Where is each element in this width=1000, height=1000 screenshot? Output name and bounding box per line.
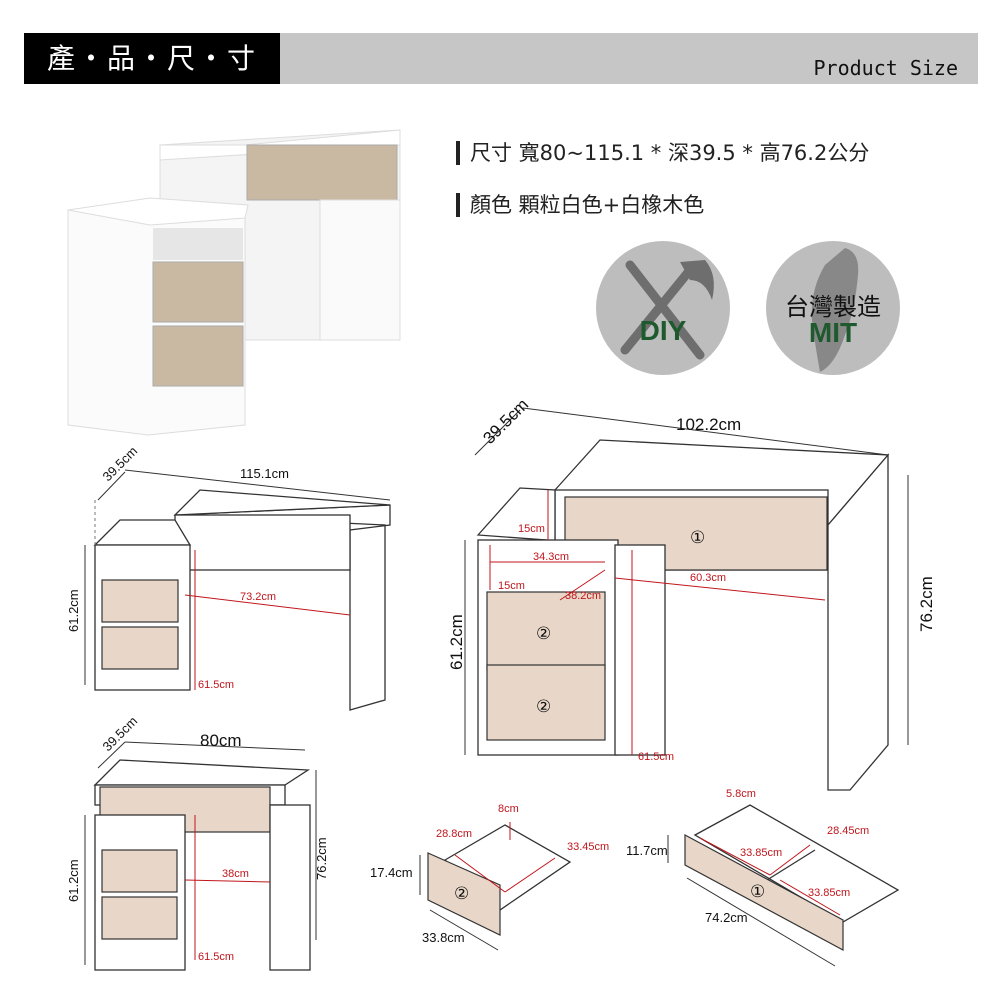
- main-shelf-depth: 38.2cm: [565, 590, 601, 602]
- large-drawer-diagram: 5.8cm 28.45cm 33.85cm 11.7cm ① 33.85cm 7…: [626, 788, 900, 967]
- ext-inner-width: 73.2cm: [240, 591, 276, 603]
- drawer2-mark-a: ②: [536, 624, 551, 643]
- main-shelf-gap: 15cm: [498, 580, 525, 592]
- ld-mark: ①: [750, 882, 765, 901]
- ld-inner-depth-a: 33.85cm: [740, 847, 782, 859]
- spec-color: 顏色 顆粒白色+白橡木色: [456, 193, 704, 217]
- mit-badge: 台灣製造 MIT: [766, 241, 900, 375]
- cmp-depth: 39.5cm: [100, 713, 141, 754]
- ext-cabinet-height: 61.2cm: [66, 589, 81, 632]
- cmp-leg-height: 61.5cm: [198, 951, 234, 963]
- tools-icon: [620, 260, 714, 360]
- ld-inner-depth-b: 33.85cm: [808, 887, 850, 899]
- mit-label-zh: 台灣製造: [785, 293, 881, 321]
- cmp-width: 80cm: [200, 731, 242, 750]
- sd-width: 33.8cm: [422, 930, 465, 945]
- sd-side-height: 8cm: [498, 803, 519, 815]
- cmp-cabinet-height: 61.2cm: [66, 859, 81, 902]
- main-shelf-top: 15cm: [518, 523, 545, 535]
- ld-inner-width: 28.45cm: [827, 825, 869, 837]
- main-width: 102.2cm: [676, 415, 741, 434]
- taiwan-map-icon: [811, 248, 859, 372]
- main-view-diagram: 39.5cm 102.2cm 15cm 34.3cm 15cm 38.2cm 6…: [447, 395, 936, 791]
- main-cabinet-height: 61.2cm: [447, 614, 466, 670]
- diy-badge: DIY: [596, 241, 730, 375]
- ld-width: 74.2cm: [705, 910, 748, 925]
- sd-inner-width: 28.8cm: [436, 828, 472, 840]
- header-bar: Product Size: [280, 33, 978, 84]
- diy-label: DIY: [640, 315, 687, 346]
- ld-height: 11.7cm: [626, 843, 668, 858]
- ext-leg-height: 61.5cm: [198, 679, 234, 691]
- header-title: 產・品・尺・寸: [24, 33, 280, 84]
- cmp-inner-width: 38cm: [222, 868, 249, 880]
- extended-view-diagram: 39.5cm 115.1cm 61.2cm 73.2cm 61.5cm: [66, 443, 391, 711]
- small-drawer-diagram: 28.8cm 8cm 33.45cm 17.4cm ② 33.8cm: [370, 803, 609, 951]
- spec-size: 尺寸 寬80~115.1 * 深39.5 * 高76.2公分: [456, 141, 869, 165]
- sd-height: 17.4cm: [370, 865, 413, 880]
- drawer2-mark-b: ②: [536, 697, 551, 716]
- drawer1-mark: ①: [690, 528, 705, 547]
- header-subtitle: Product Size: [813, 56, 959, 80]
- sd-mark: ②: [454, 884, 469, 903]
- cmp-height: 76.2cm: [314, 837, 329, 880]
- main-height: 76.2cm: [917, 576, 936, 632]
- main-shelf-width: 34.3cm: [533, 551, 569, 563]
- main-leg-height: 61.5cm: [638, 751, 674, 763]
- ext-width: 115.1cm: [240, 466, 289, 481]
- ld-side-height: 5.8cm: [726, 788, 756, 800]
- main-knee-width: 60.3cm: [690, 572, 726, 584]
- mit-label: MIT: [809, 317, 857, 348]
- product-photo: [67, 129, 401, 436]
- compact-view-diagram: 39.5cm 80cm 61.2cm 38cm 76.2cm 61.5cm: [66, 713, 329, 971]
- main-depth: 39.5cm: [479, 395, 532, 448]
- sd-inner-depth: 33.45cm: [567, 841, 609, 853]
